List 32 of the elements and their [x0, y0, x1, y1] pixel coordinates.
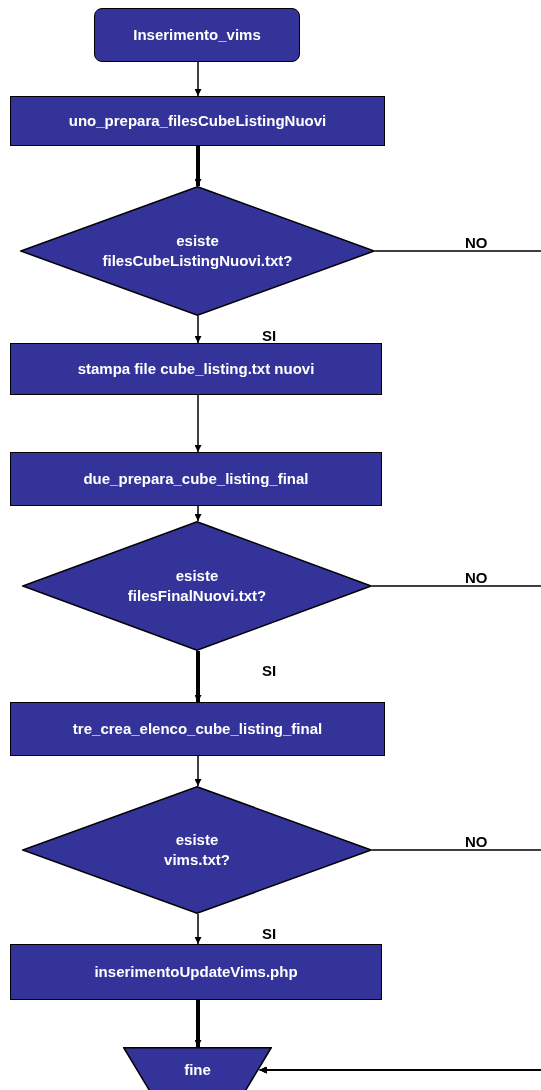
process-box — [10, 96, 385, 146]
process-box — [10, 702, 385, 756]
node-label: uno_prepara_filesCubeListingNuovi — [68, 111, 327, 131]
node-label: due_prepara_cube_listing_final — [83, 469, 309, 489]
process-box — [10, 343, 382, 395]
edge-label: NO — [465, 235, 488, 250]
edge-label: NO — [465, 570, 488, 585]
node-label: esiste filesCubeListingNuovi.txt? — [102, 231, 293, 271]
edge-label: SI — [262, 663, 277, 678]
arrow — [194, 61, 202, 97]
node-label: esiste vims.txt? — [164, 830, 230, 870]
edge-label: SI — [262, 926, 277, 941]
arrow — [194, 315, 202, 344]
arrow — [194, 651, 202, 702]
arrow — [194, 755, 202, 787]
node-label: fine — [184, 1060, 211, 1080]
node-label: tre_crea_elenco_cube_listing_final — [72, 719, 323, 739]
node-label: stampa file cube_listing.txt nuovi — [77, 359, 315, 379]
node-label: inserimentoUpdateVims.php — [94, 962, 298, 982]
arrow — [194, 146, 202, 186]
start-box — [94, 8, 300, 62]
arrow — [194, 1000, 202, 1047]
process-box — [10, 944, 382, 1000]
arrow — [194, 505, 202, 522]
edge-label: NO — [465, 834, 488, 849]
arrow — [258, 849, 541, 1074]
arrow — [194, 394, 202, 453]
node-label: esiste filesFinalNuovi.txt? — [127, 566, 267, 606]
node-label: Inserimento_vims — [133, 25, 261, 45]
process-box — [10, 452, 382, 506]
edge-label: SI — [262, 328, 277, 343]
arrow — [194, 913, 202, 945]
